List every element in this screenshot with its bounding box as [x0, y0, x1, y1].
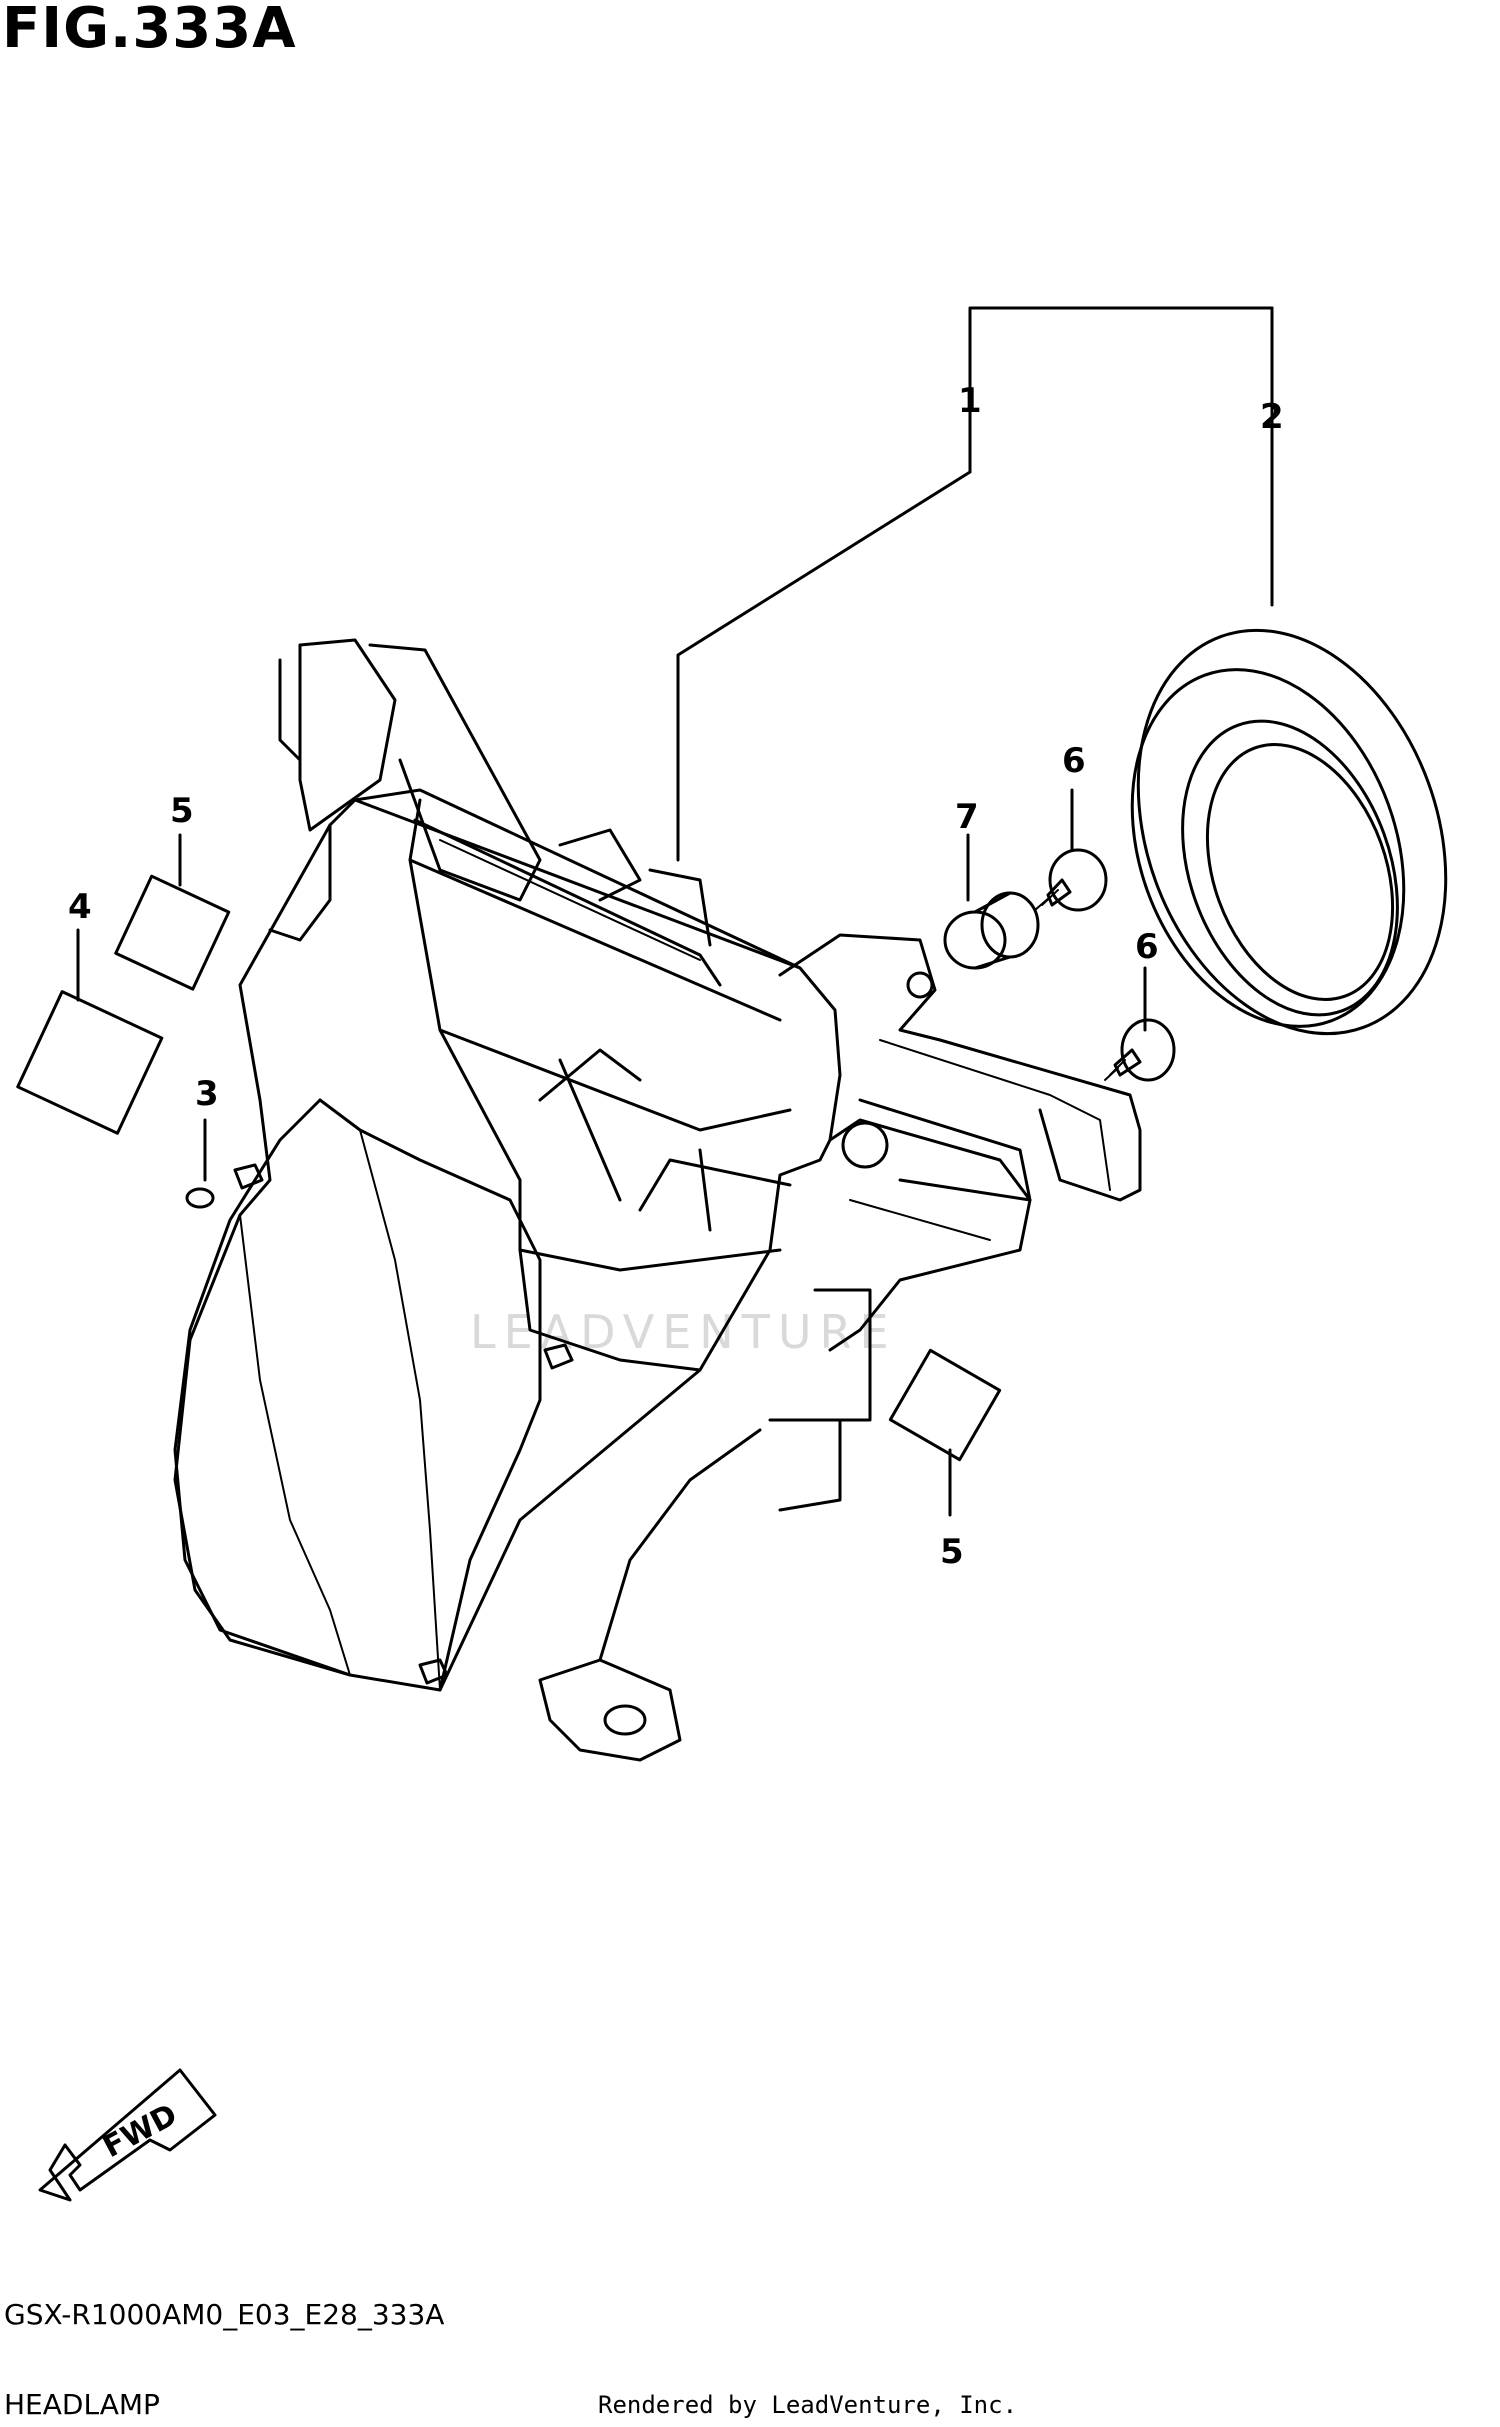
screw-upper [1034, 848, 1108, 912]
headlamp-rim [1130, 628, 1448, 1036]
label-5-upper [114, 874, 231, 991]
label-4 [16, 990, 164, 1135]
callout-5-upper: 5 [170, 791, 194, 831]
credit-text: Rendered by LeadVenture, Inc. [598, 2391, 1018, 2419]
callout-1: 1 [958, 381, 982, 421]
callout-5-lower: 5 [940, 1532, 964, 1572]
callout-2: 2 [1260, 397, 1284, 437]
callout-6-upper: 6 [1062, 741, 1086, 781]
part-name: HEADLAMP [4, 2388, 160, 2421]
grommet [943, 891, 1040, 970]
leader-lines [76, 306, 1274, 1517]
callout-4: 4 [68, 887, 92, 927]
fwd-label: FWD [97, 2097, 183, 2165]
headlamp-housing [173, 638, 1142, 1762]
label-5-lower [888, 1348, 1002, 1462]
callout-7: 7 [955, 797, 979, 837]
callout-6-lower: 6 [1135, 927, 1159, 967]
figure-title: FIG.333A [2, 0, 297, 61]
callout-3: 3 [195, 1074, 219, 1114]
bulb-cap [185, 1187, 215, 1209]
fwd-arrow-icon: FWD [38, 2068, 217, 2202]
part-code: GSX-R1000AM0_E03_E28_333A [4, 2298, 445, 2331]
screw-lower [1104, 1018, 1176, 1082]
